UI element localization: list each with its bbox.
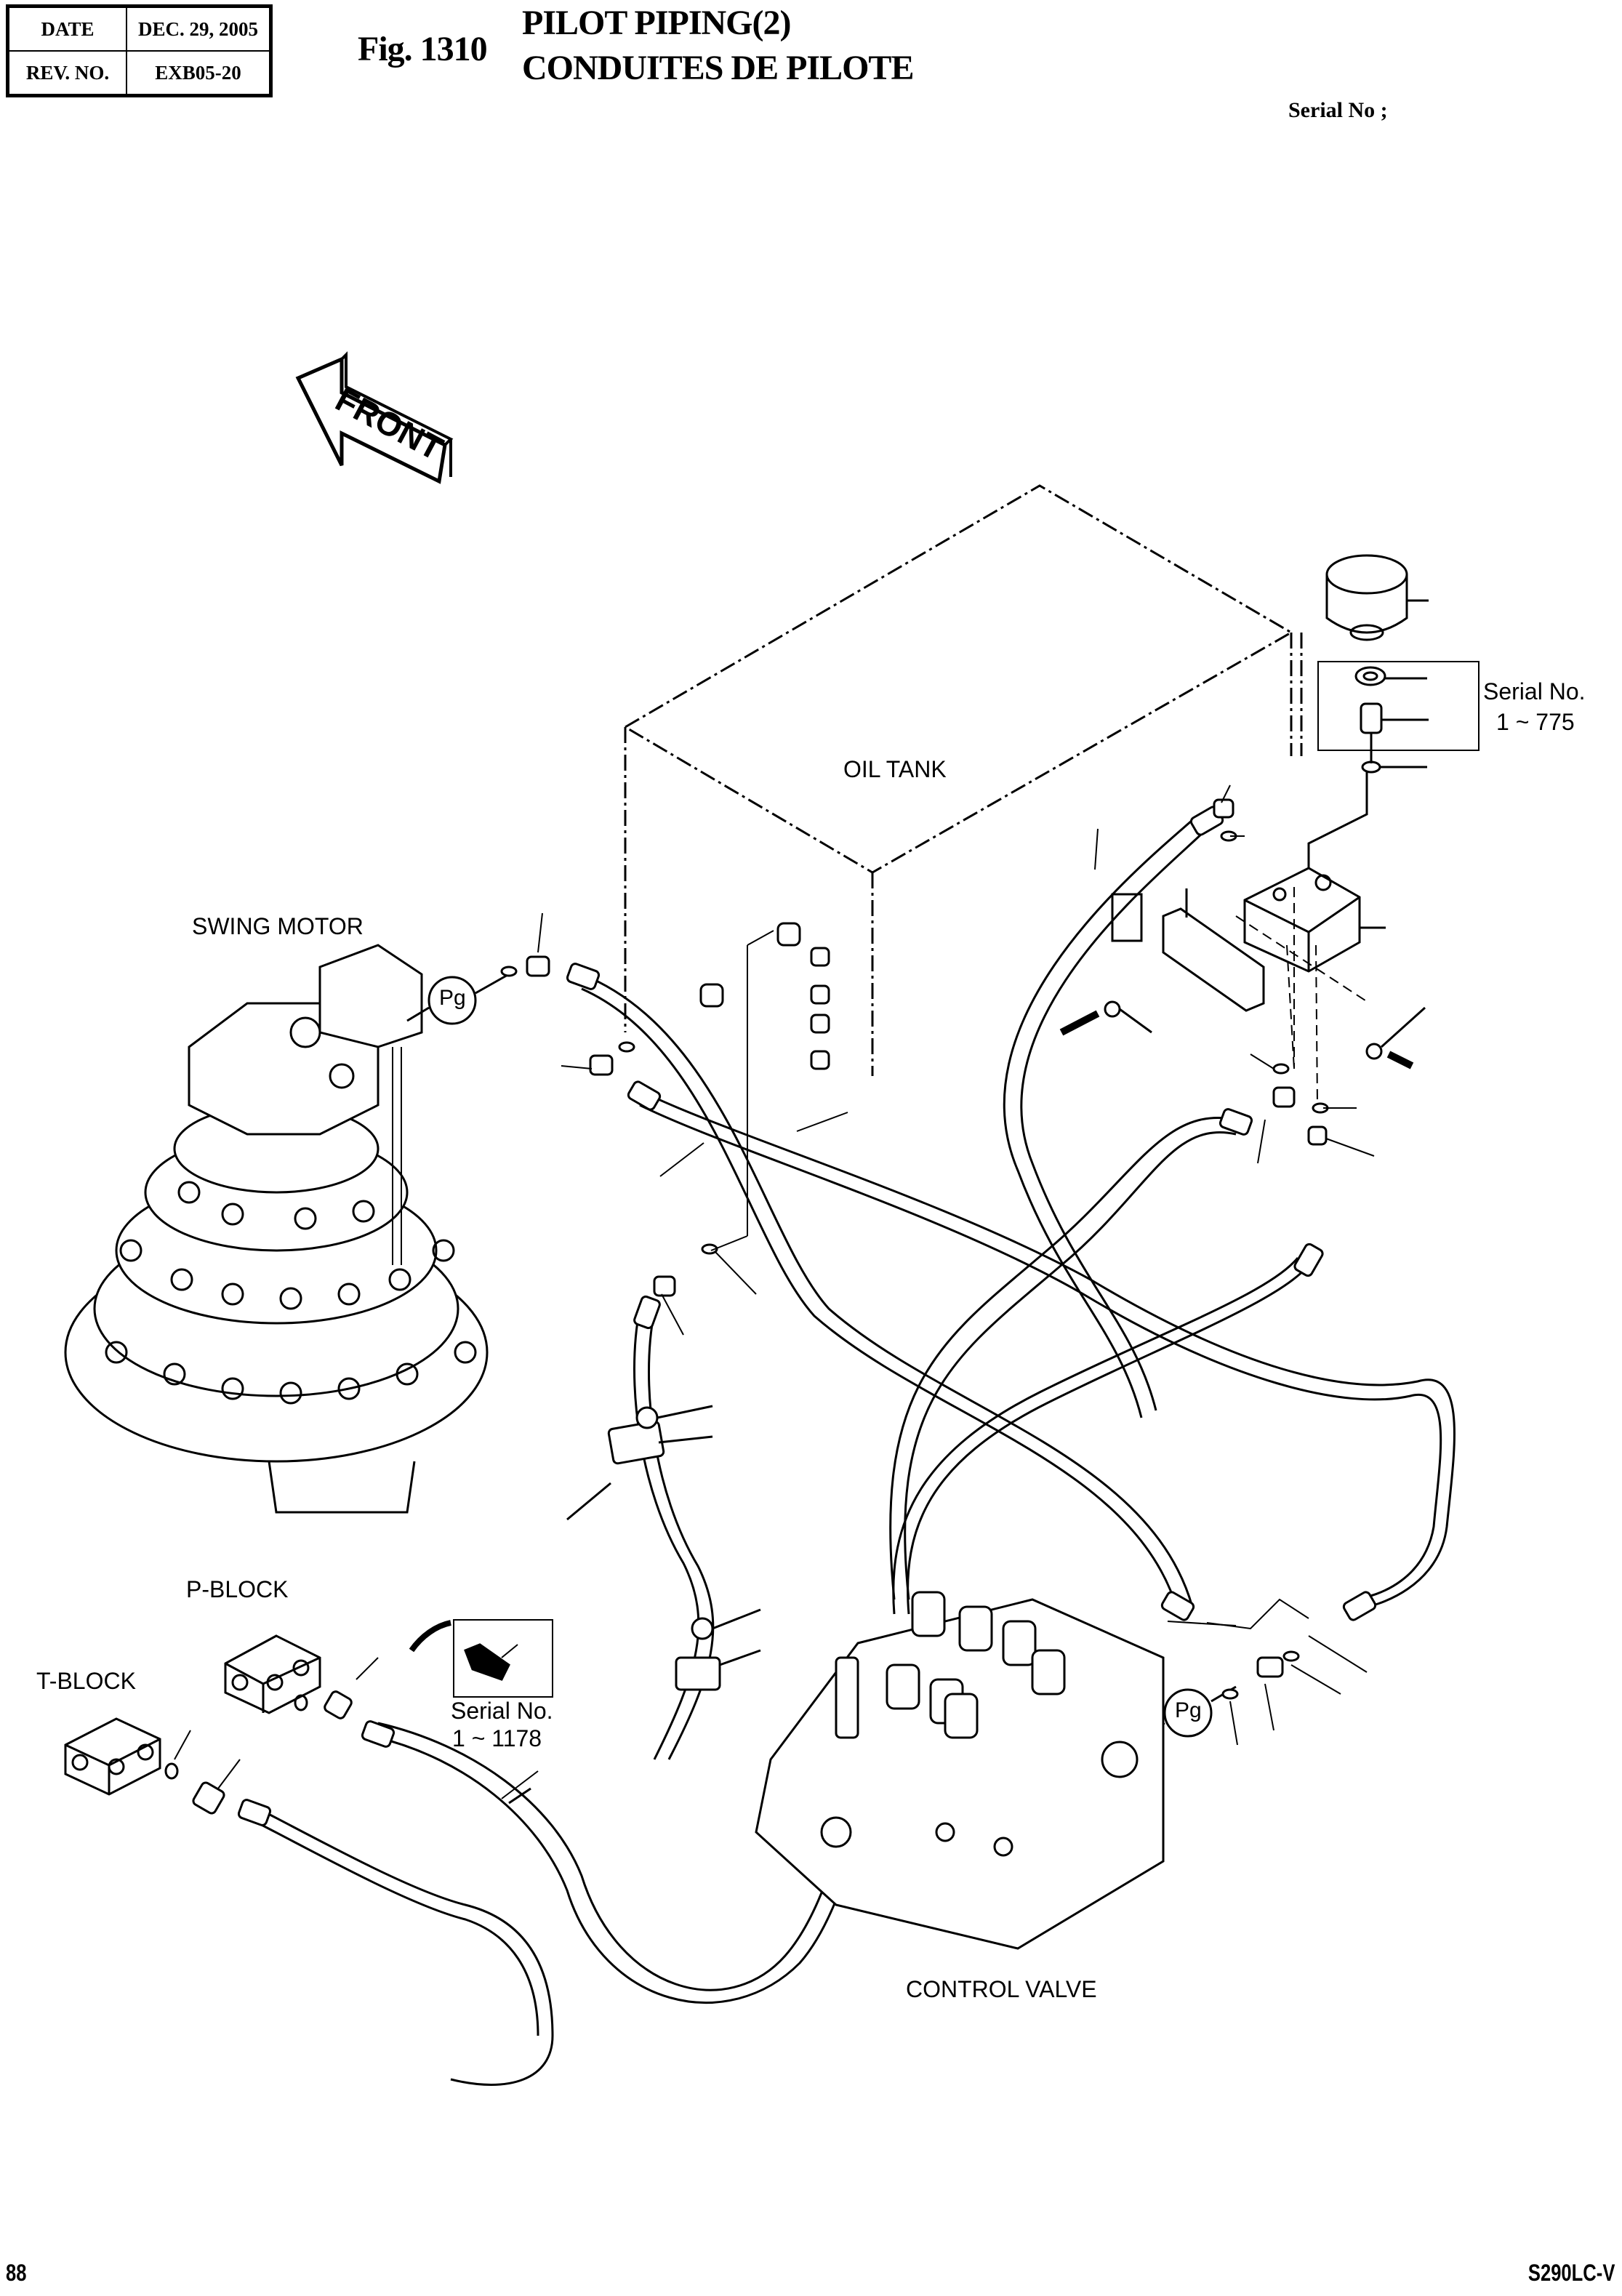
hoses [247,820,1454,2085]
t-block [65,1719,225,1815]
bolt-heads [106,1182,475,1403]
page-number: 88 [6,2260,27,2286]
p-block [225,1636,353,1719]
rev-row: REV. NO. EXB05-20 [7,50,272,97]
label-p-block: P-BLOCK [186,1576,289,1602]
label-swing-motor: SWING MOTOR [192,913,364,939]
serial-note-775-line1: Serial No. [1483,678,1586,705]
control-valve [756,1592,1163,1948]
serial-inset-box-775 [1318,662,1479,750]
label-t-block: T-BLOCK [36,1668,136,1694]
label-oil-tank: OIL TANK [843,756,947,782]
pilot-valve-block [1245,771,1386,971]
figure-number: Fig. 1310 [358,30,488,68]
tank-dashed-edges [1236,887,1370,1105]
title-english: PILOT PIPING(2) [522,4,791,42]
bolts [1061,1002,1425,1066]
rev-label: REV. NO. [7,50,127,97]
serial-note-775-line2: 1 ~ 775 [1496,709,1575,735]
inset-pointer-arc [411,1623,451,1650]
label-pg-valve: Pg [1175,1698,1202,1722]
serial-note-1178-line1: Serial No. [451,1698,553,1724]
pg-port-swing [407,974,509,1024]
serial-note-1178-line2: 1 ~ 1178 [452,1725,542,1751]
hose-clamps [509,1406,760,1803]
date-value: DEC. 29, 2005 [126,5,272,52]
serial-number-header: Serial No ; [1288,98,1388,122]
rev-value: EXB05-20 [126,50,272,97]
date-row: DATE DEC. 29, 2005 [7,5,272,52]
oil-tank [625,486,1301,1076]
swing-motor [65,945,487,1512]
bracket [1112,888,1264,1011]
front-arrow-icon [298,355,451,481]
title-french: CONDUITES DE PILOTE [522,49,914,87]
revision-table: DATE DEC. 29, 2005 REV. NO. EXB05-20 [6,4,273,97]
label-pg-swing: Pg [439,986,466,1010]
valve-spools [836,1592,1064,1738]
leader-lines [174,785,1374,1799]
accumulator [1327,555,1429,640]
date-label: DATE [7,5,127,52]
serial-inset-box-1178 [454,1620,553,1697]
misc-fittings [502,800,1328,1698]
hose-fittings [238,806,1377,1826]
model-number: S290LC-V [1527,2260,1615,2286]
label-control-valve: CONTROL VALVE [906,1976,1097,2002]
inset-parts-775 [1356,667,1429,772]
inset-tee-fitting [465,1645,518,1679]
